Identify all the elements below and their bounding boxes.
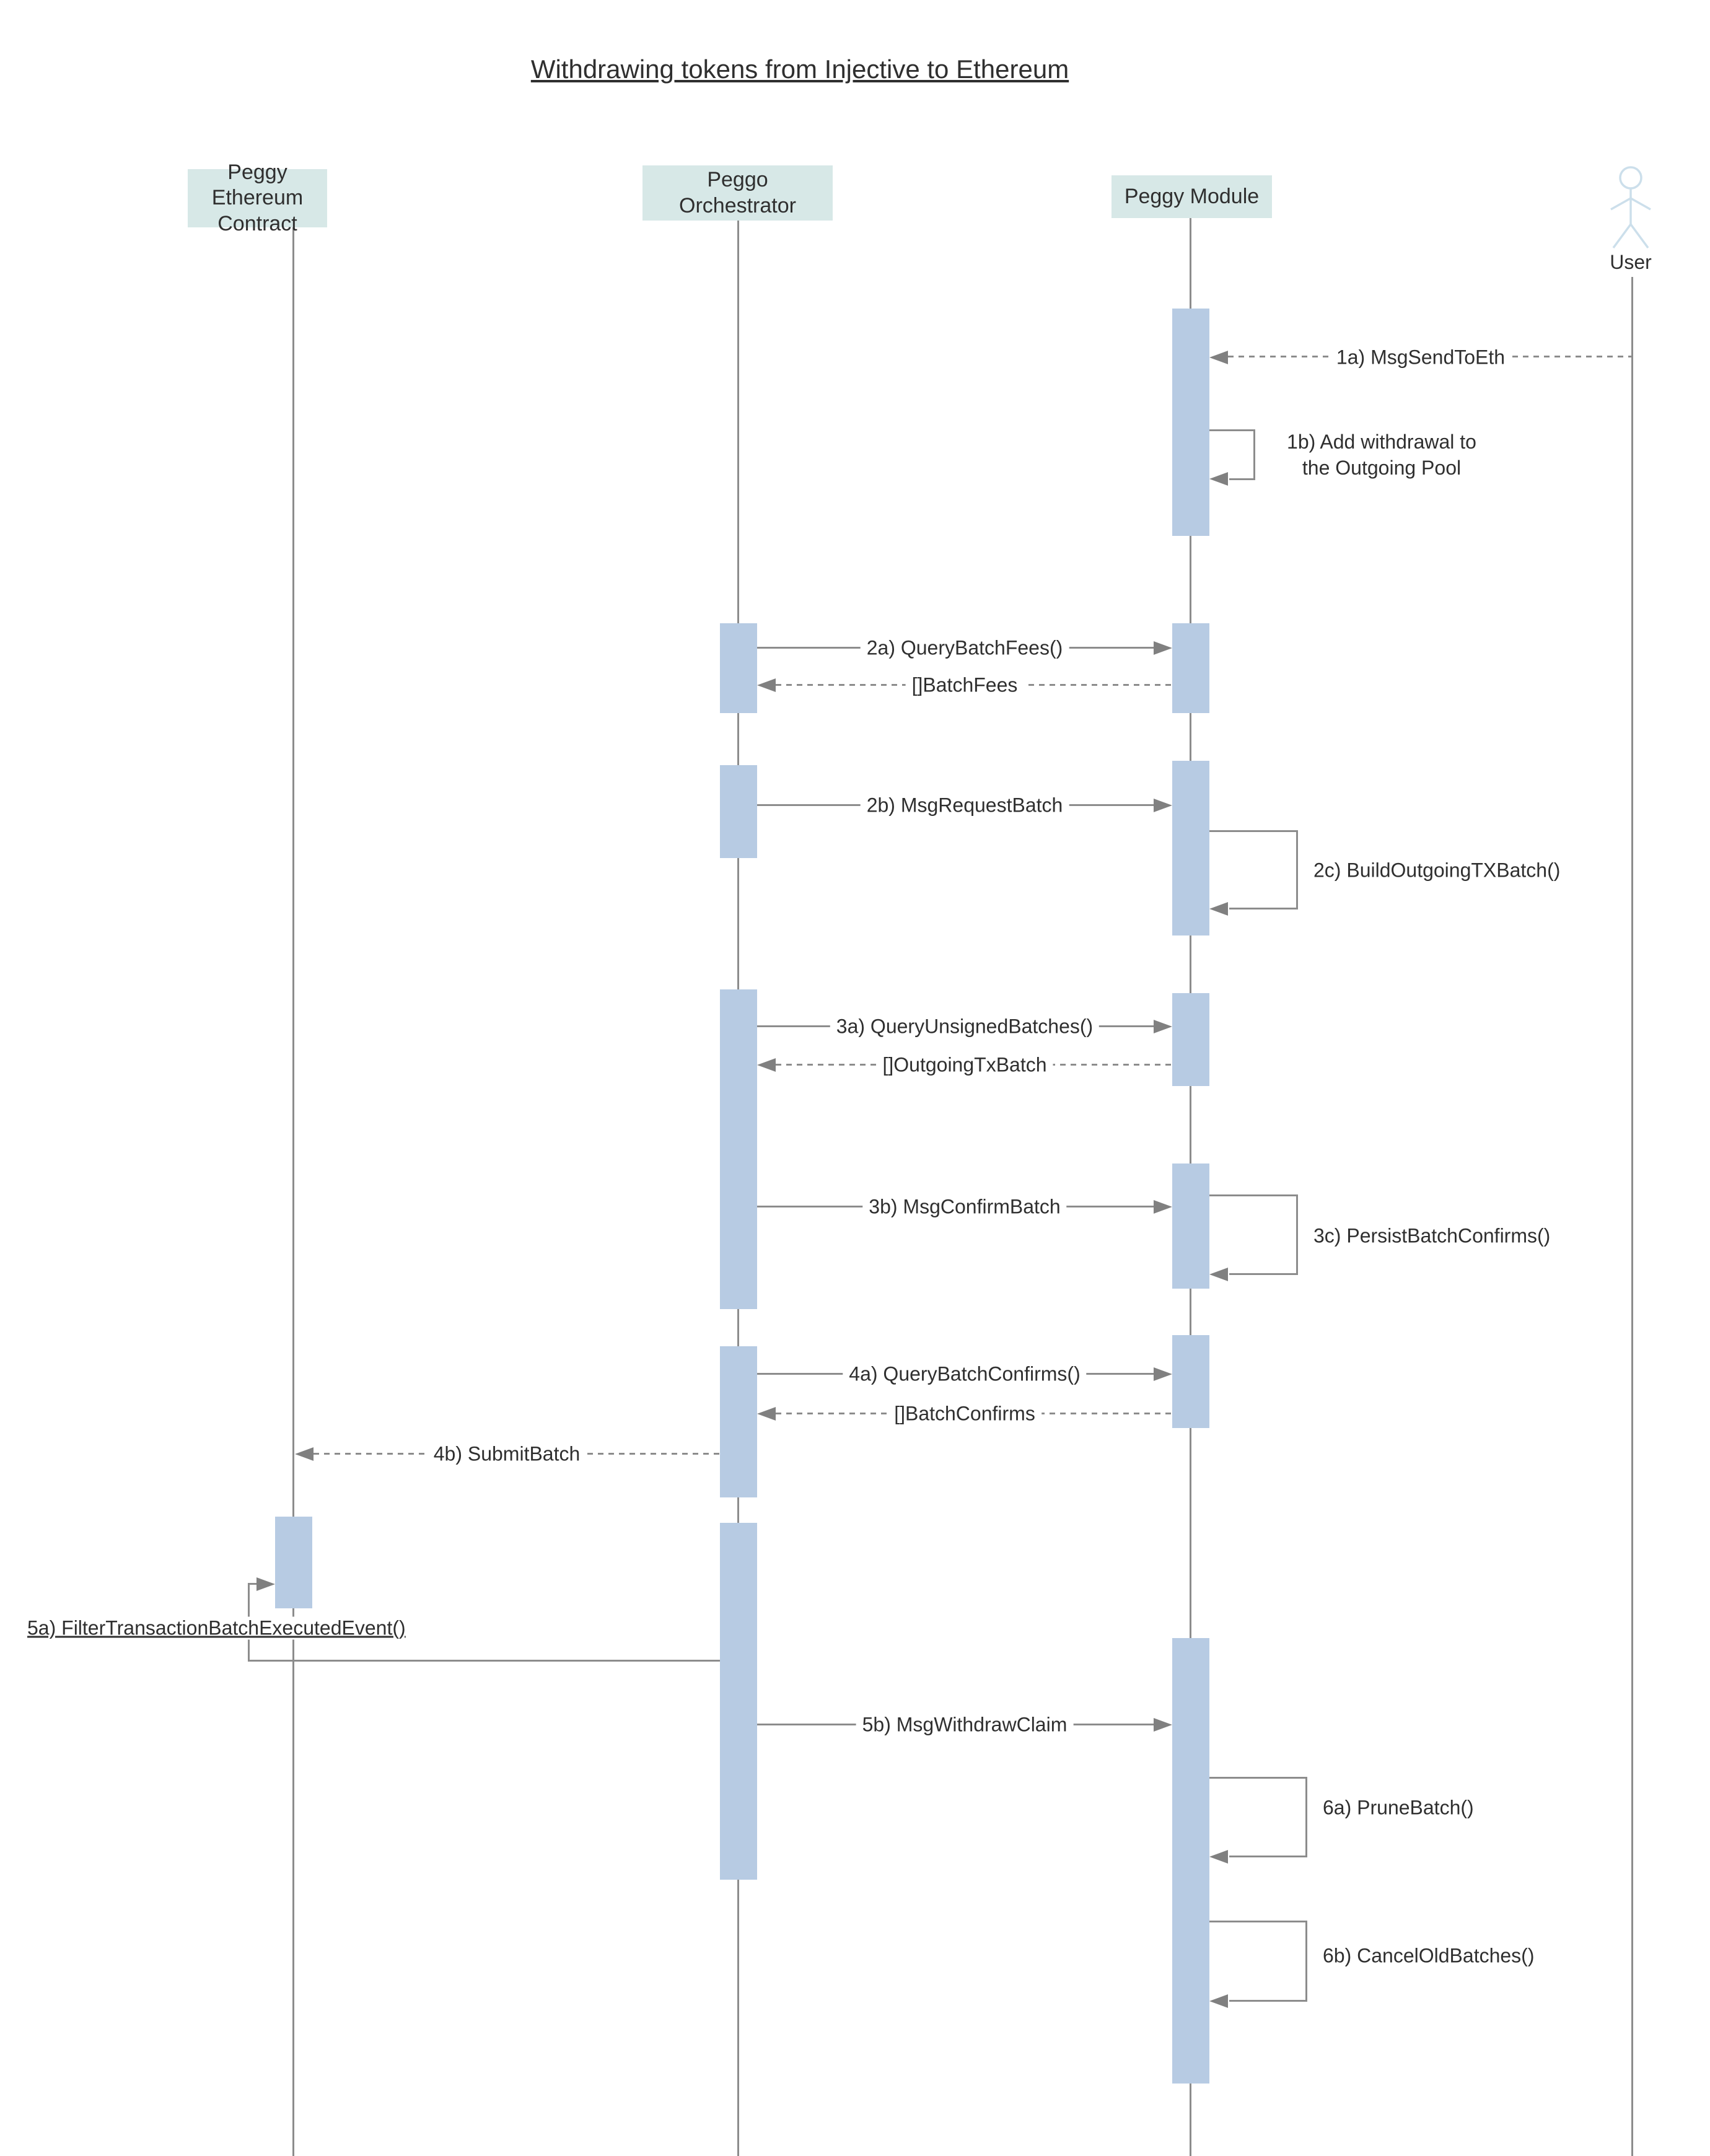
arrowhead-3b bbox=[1154, 1200, 1172, 1214]
activation-peggy-module-3b bbox=[1172, 1163, 1209, 1289]
self-loop-6a-side bbox=[1305, 1777, 1307, 1857]
arrowhead-r2a bbox=[757, 678, 776, 692]
message-label-r4a: []BatchConfirms bbox=[888, 1402, 1041, 1426]
message-label-3a: 3a) QueryUnsignedBatches() bbox=[830, 1015, 1100, 1038]
self-loop-1b-top bbox=[1209, 429, 1255, 431]
participant-orchestrator: Peggo Orchestrator bbox=[642, 165, 833, 221]
arrowhead-r4a bbox=[757, 1407, 776, 1421]
participant-user-label: User bbox=[1610, 251, 1652, 273]
arrowhead-2c bbox=[1209, 902, 1228, 916]
message-label-2b: 2b) MsgRequestBatch bbox=[860, 794, 1069, 817]
message-label-2a: 2a) QueryBatchFees() bbox=[860, 636, 1069, 660]
activation-orchestrator-5 bbox=[720, 1523, 757, 1880]
message-label-6a: 6a) PruneBatch() bbox=[1323, 1796, 1474, 1819]
activation-orchestrator-3 bbox=[720, 989, 757, 1309]
activation-orchestrator-2a bbox=[720, 623, 757, 713]
self-loop-1b-bottom bbox=[1229, 478, 1255, 480]
participant-eth-contract: Peggy Ethereum Contract bbox=[188, 160, 327, 235]
message-label-5b: 5b) MsgWithdrawClaim bbox=[856, 1713, 1074, 1737]
self-loop-6b-top bbox=[1209, 1921, 1307, 1922]
self-loop-6b-bottom bbox=[1229, 2000, 1307, 2002]
arrowhead-1b bbox=[1209, 472, 1228, 486]
arrowhead-2a bbox=[1154, 641, 1172, 655]
message-label-1b-line2: the Outgoing Pool bbox=[1302, 457, 1462, 479]
activation-peggy-module-2a bbox=[1172, 623, 1209, 713]
self-loop-3c-side bbox=[1296, 1194, 1298, 1275]
self-loop-2c-top bbox=[1209, 830, 1298, 832]
message-label-1b: 1b) Add withdrawal to the Outgoing Pool bbox=[1270, 429, 1493, 481]
participant-orchestrator-line2: Orchestrator bbox=[679, 193, 796, 217]
self-loop-3c-bottom bbox=[1229, 1273, 1298, 1275]
participant-eth-contract-line1: Peggy Ethereum bbox=[211, 160, 304, 210]
self-loop-2c-bottom bbox=[1229, 908, 1298, 909]
activation-orchestrator-4 bbox=[720, 1346, 757, 1497]
message-label-6b: 6b) CancelOldBatches() bbox=[1323, 1944, 1535, 1967]
message-label-1b-line1: 1b) Add withdrawal to bbox=[1287, 431, 1476, 453]
self-loop-6a-top bbox=[1209, 1777, 1307, 1779]
message-line-5a-bottom bbox=[248, 1660, 720, 1662]
arrowhead-3c bbox=[1209, 1268, 1228, 1281]
message-label-2c: 2c) BuildOutgoingTXBatch() bbox=[1313, 859, 1561, 882]
arrowhead-5a bbox=[256, 1577, 275, 1591]
participant-eth-contract-line2: Contract bbox=[217, 211, 297, 235]
activation-orchestrator-2b bbox=[720, 765, 757, 858]
message-label-5a: 5a) FilterTransactionBatchExecutedEvent(… bbox=[27, 1616, 411, 1640]
arrowhead-6a bbox=[1209, 1850, 1228, 1864]
arrowhead-4a bbox=[1154, 1367, 1172, 1381]
activation-peggy-module-4a bbox=[1172, 1335, 1209, 1428]
arrowhead-4b bbox=[295, 1447, 314, 1461]
activation-peggy-module-3a bbox=[1172, 993, 1209, 1086]
message-line-5a-stub bbox=[248, 1583, 258, 1585]
self-loop-3c-top bbox=[1209, 1194, 1298, 1196]
participant-peggy-module-label: Peggy Module bbox=[1124, 184, 1260, 208]
diagram-title: Withdrawing tokens from Injective to Eth… bbox=[530, 55, 1069, 84]
message-label-3c: 3c) PersistBatchConfirms() bbox=[1313, 1224, 1551, 1247]
arrowhead-1a bbox=[1209, 351, 1228, 364]
lifeline-eth-contract bbox=[292, 227, 294, 2156]
participant-peggy-module: Peggy Module bbox=[1112, 175, 1272, 218]
arrowhead-3a bbox=[1154, 1020, 1172, 1033]
self-loop-6a-bottom bbox=[1229, 1856, 1307, 1857]
message-label-3b: 3b) MsgConfirmBatch bbox=[862, 1195, 1067, 1219]
arrowhead-5b bbox=[1154, 1718, 1172, 1732]
message-label-4a: 4a) QueryBatchConfirms() bbox=[843, 1362, 1087, 1386]
message-label-4b: 4b) SubmitBatch bbox=[427, 1442, 587, 1466]
activation-eth-contract-5a bbox=[275, 1517, 312, 1608]
arrowhead-2b bbox=[1154, 799, 1172, 812]
message-label-r2a: []BatchFees bbox=[905, 673, 1024, 697]
activation-peggy-module-2b bbox=[1172, 761, 1209, 936]
activation-peggy-module-1 bbox=[1172, 309, 1209, 536]
participant-orchestrator-line1: Peggo bbox=[707, 168, 768, 192]
activation-peggy-module-5b bbox=[1172, 1638, 1209, 2084]
lifeline-user bbox=[1631, 277, 1633, 2156]
arrowhead-6b bbox=[1209, 1994, 1228, 2008]
message-label-1a: 1a) MsgSendToEth bbox=[1330, 346, 1512, 369]
self-loop-1b-side bbox=[1253, 429, 1255, 480]
user-actor-icon bbox=[1610, 166, 1651, 249]
message-label-r3a: []OutgoingTxBatch bbox=[876, 1053, 1053, 1077]
self-loop-6b-side bbox=[1305, 1921, 1307, 2002]
arrowhead-r3a bbox=[757, 1058, 776, 1072]
self-loop-2c-side bbox=[1296, 830, 1298, 909]
